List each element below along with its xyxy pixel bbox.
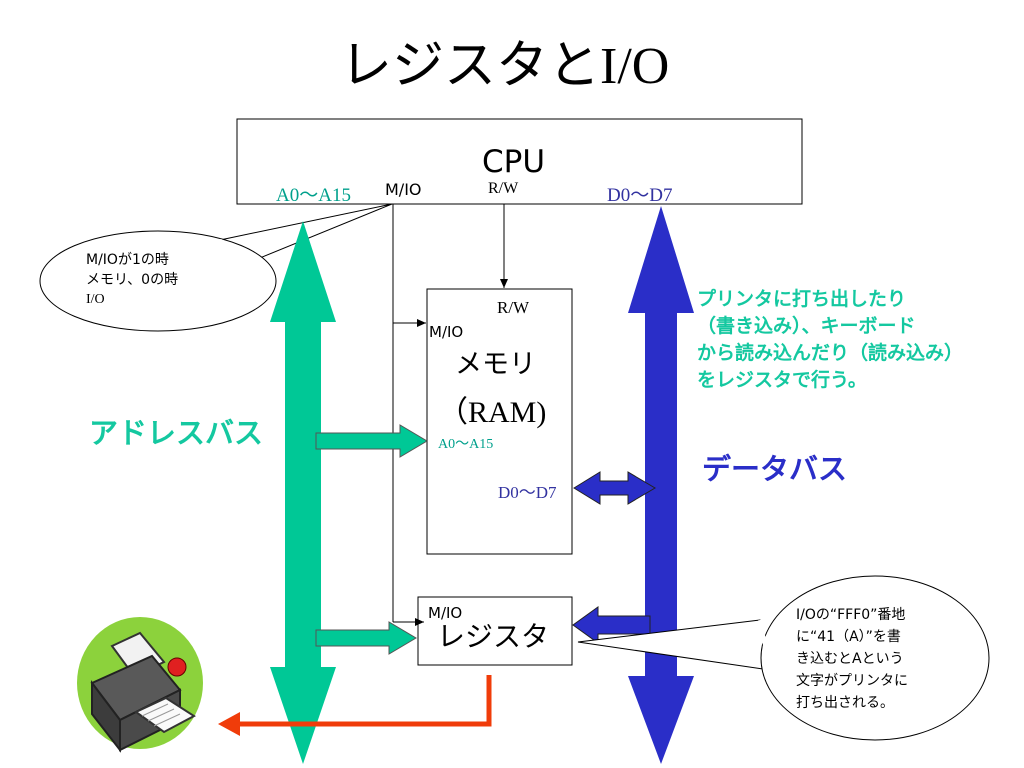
register-box [417, 596, 573, 666]
data-bus-label: データバス [702, 452, 848, 486]
address-bus-label: アドレスバス [89, 416, 264, 450]
printer-callout-line4: 文字がプリンタに [796, 673, 908, 689]
address-bus-arrow [270, 221, 336, 764]
cpu-label: CPU [482, 144, 546, 180]
register-note: プリンタに打ち出したり （書き込み）、キーボード から読み込んだり（読み込み） … [697, 286, 963, 394]
cpu-rw-label: R/W [488, 180, 519, 197]
printer-arrow-line [236, 675, 492, 727]
mio-callout-text: M/IOが1の時 メモリ、0の時 I/O [86, 250, 178, 310]
mio-callout-bubble [39, 230, 277, 332]
memory-rw-label: R/W [497, 298, 530, 317]
address-branch-memory [315, 424, 428, 458]
memory-address-range: A0〜A15 [438, 437, 494, 452]
memory-name: メモリ [455, 349, 536, 380]
address-branch-register [315, 621, 417, 655]
mio-callout-line2: メモリ、0の時 [86, 272, 179, 288]
register-note-line4: をレジスタで行う。 [697, 369, 867, 391]
register-name: レジスタ [437, 620, 550, 653]
title-io: I/O [600, 38, 670, 95]
printer-arrow-head [218, 712, 240, 736]
title-kana: レジスタと [340, 36, 601, 96]
register-note-line2: （書き込み）、キーボード [697, 315, 916, 337]
cpu-data-range: D0〜D7 [607, 185, 673, 206]
cpu-box [236, 118, 803, 205]
printer-callout-line2: に“41（A）”を書 [796, 629, 901, 645]
printer-callout-line5: 打ち出される。 [796, 695, 894, 711]
data-bus-arrow [628, 206, 694, 764]
register-note-line3: から読み込んだり（読み込み） [697, 342, 964, 364]
memory-mio-label: M/IO [429, 323, 464, 341]
mio-callout-line3: I/O [86, 292, 105, 307]
register-mio-label: M/IO [428, 604, 463, 622]
cpu-address-range: A0〜A15 [276, 185, 351, 206]
cpu-mio-label: M/IO [385, 180, 422, 199]
register-note-line1: プリンタに打ち出したり [697, 288, 907, 310]
mio-callout-line1: M/IOが1の時 [86, 252, 169, 268]
memory-box [426, 288, 573, 555]
printer-callout-line1: I/Oの“FFF0”番地 [796, 607, 906, 623]
printer-icon [77, 617, 203, 753]
data-branch-memory [573, 471, 656, 505]
slide-title: レジスタとI/O [340, 36, 669, 97]
printer-callout-text: I/Oの“FFF0”番地 に“41（A）”を書 き込むとAという 文字がプリンタ… [796, 604, 908, 714]
printer-callout-line3: き込むとAという [796, 651, 904, 667]
memory-type: （RAM) [438, 396, 547, 429]
memory-data-range: D0〜D7 [498, 483, 557, 502]
printer-callout-bubble [760, 575, 990, 741]
